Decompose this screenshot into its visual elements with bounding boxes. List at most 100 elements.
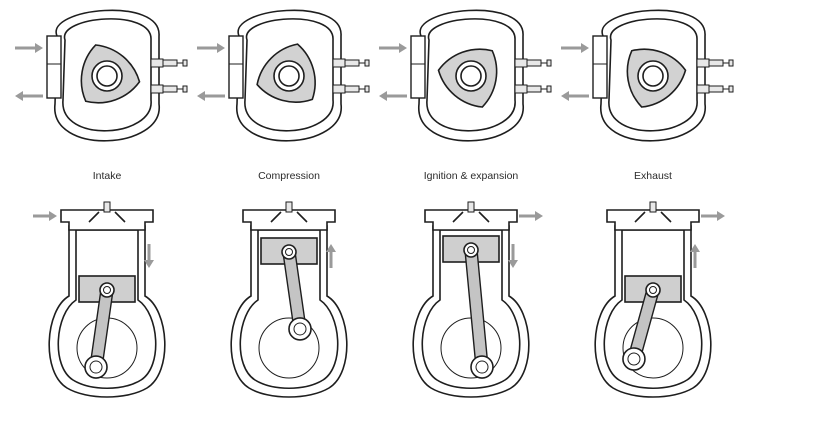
rotary-shaft-inner bbox=[96, 65, 118, 87]
rotary-port-block bbox=[592, 35, 608, 99]
spark-plug-icon bbox=[332, 84, 370, 94]
rotary-engine-row bbox=[15, 9, 734, 142]
exhaust-flow-arrow-head bbox=[561, 91, 569, 101]
piston-down-arrow bbox=[508, 244, 518, 268]
intake-flow-arrow bbox=[561, 43, 589, 53]
spark-plug-icon bbox=[332, 58, 370, 68]
wrist-pin bbox=[645, 282, 661, 298]
cylinder-head bbox=[60, 209, 154, 231]
piston-engine-row bbox=[33, 201, 725, 398]
spark-plug-icon bbox=[696, 58, 734, 68]
valve-stems bbox=[634, 211, 672, 223]
wrist-pin bbox=[99, 282, 115, 298]
rotary-engine-compression bbox=[197, 9, 370, 142]
intake-flow-arrow-head bbox=[581, 43, 589, 53]
crank-pin-core bbox=[293, 322, 307, 336]
spark-plug-icon bbox=[514, 58, 552, 68]
cylinder-head bbox=[606, 209, 700, 231]
intake-flow-arrow bbox=[197, 43, 225, 53]
stage-label-intake: Intake bbox=[93, 170, 122, 182]
rotary-port-block bbox=[46, 35, 62, 99]
rotary-port-block bbox=[410, 35, 426, 99]
spark-plug-icon bbox=[514, 84, 552, 94]
exhaust-flow-arrow-head bbox=[379, 91, 387, 101]
rotary-housing-inner bbox=[244, 18, 334, 132]
exhaust-flow-arrow-head bbox=[717, 211, 725, 221]
intake-flow-arrow bbox=[379, 43, 407, 53]
cylinder-head bbox=[424, 209, 518, 231]
intake-flow-arrow bbox=[33, 211, 57, 221]
crankcase-inner bbox=[421, 229, 521, 389]
spark-plug-icon bbox=[649, 201, 657, 213]
piston-up-arrow bbox=[326, 244, 336, 268]
crank-circle bbox=[622, 317, 684, 379]
rotary-shaft-inner bbox=[278, 65, 300, 87]
stage-labels-row: Intake Compression Ignition & expansion … bbox=[93, 170, 672, 182]
exhaust-flow-arrow bbox=[519, 211, 543, 221]
intake-flow-arrow-head bbox=[49, 211, 57, 221]
exhaust-flow-arrow bbox=[197, 91, 225, 101]
rotary-port-block bbox=[228, 35, 244, 99]
spark-plug-icon bbox=[696, 84, 734, 94]
piston-engine-compression bbox=[230, 201, 348, 398]
piston-up-arrow-head bbox=[326, 244, 336, 252]
crankcase-inner bbox=[57, 229, 157, 389]
piston-engine-exhaust bbox=[594, 201, 725, 398]
crankcase-inner bbox=[603, 229, 703, 389]
rotary-housing-inner bbox=[62, 18, 152, 132]
intake-flow-arrow-head bbox=[217, 43, 225, 53]
valve-stems bbox=[452, 211, 490, 223]
spark-plug-icon bbox=[285, 201, 293, 213]
piston-up-arrow-head bbox=[690, 244, 700, 252]
rotary-engine-exhaust bbox=[561, 9, 734, 142]
crank-circle bbox=[258, 317, 320, 379]
crank-pin-core bbox=[475, 360, 489, 374]
wrist-pin-core bbox=[103, 286, 111, 294]
stage-label-exhaust: Exhaust bbox=[634, 170, 672, 182]
wrist-pin-core bbox=[285, 248, 293, 256]
crank-pin-core bbox=[89, 360, 103, 374]
spark-plug-icon bbox=[103, 201, 111, 213]
intake-flow-arrow-head bbox=[399, 43, 407, 53]
piston-down-arrow-head bbox=[508, 260, 518, 268]
valve-stems bbox=[88, 211, 126, 223]
exhaust-flow-arrow bbox=[561, 91, 589, 101]
piston-engine-intake bbox=[33, 201, 166, 398]
cylinder-head bbox=[242, 209, 336, 231]
spark-plug-icon bbox=[150, 58, 188, 68]
wrist-pin-core bbox=[649, 286, 657, 294]
stage-label-compression: Compression bbox=[258, 170, 320, 182]
exhaust-flow-arrow-head bbox=[15, 91, 23, 101]
crank-pin-core bbox=[627, 352, 641, 366]
piston-down-arrow-head bbox=[144, 260, 154, 268]
spark-plug-icon bbox=[467, 201, 475, 213]
exhaust-flow-arrow-head bbox=[535, 211, 543, 221]
stage-label-ignition-expansion: Ignition & expansion bbox=[424, 170, 519, 182]
valve-stems bbox=[270, 211, 308, 223]
rotary-housing-inner bbox=[426, 18, 516, 132]
rotary-shaft-inner bbox=[460, 65, 482, 87]
piston-down-arrow bbox=[144, 244, 154, 268]
intake-flow-arrow bbox=[15, 43, 43, 53]
crank-pin bbox=[470, 355, 494, 379]
wrist-pin-core bbox=[467, 246, 475, 254]
crank-pin bbox=[622, 347, 646, 371]
wrist-pin bbox=[463, 242, 479, 258]
crankcase-inner bbox=[239, 229, 339, 389]
intake-flow-arrow-head bbox=[35, 43, 43, 53]
piston-engine-ignition-expansion bbox=[412, 201, 543, 398]
exhaust-flow-arrow bbox=[701, 211, 725, 221]
crank-pin bbox=[84, 355, 108, 379]
rotary-engine-intake bbox=[15, 9, 188, 142]
exhaust-flow-arrow bbox=[15, 91, 43, 101]
rotary-shaft-inner bbox=[642, 65, 664, 87]
exhaust-flow-arrow-head bbox=[197, 91, 205, 101]
crank-pin bbox=[288, 317, 312, 341]
rotary-housing-inner bbox=[608, 18, 698, 132]
rotary-engine-ignition-expansion bbox=[379, 9, 552, 142]
wrist-pin bbox=[281, 244, 297, 260]
piston-up-arrow bbox=[690, 244, 700, 268]
exhaust-flow-arrow bbox=[379, 91, 407, 101]
spark-plug-icon bbox=[150, 84, 188, 94]
